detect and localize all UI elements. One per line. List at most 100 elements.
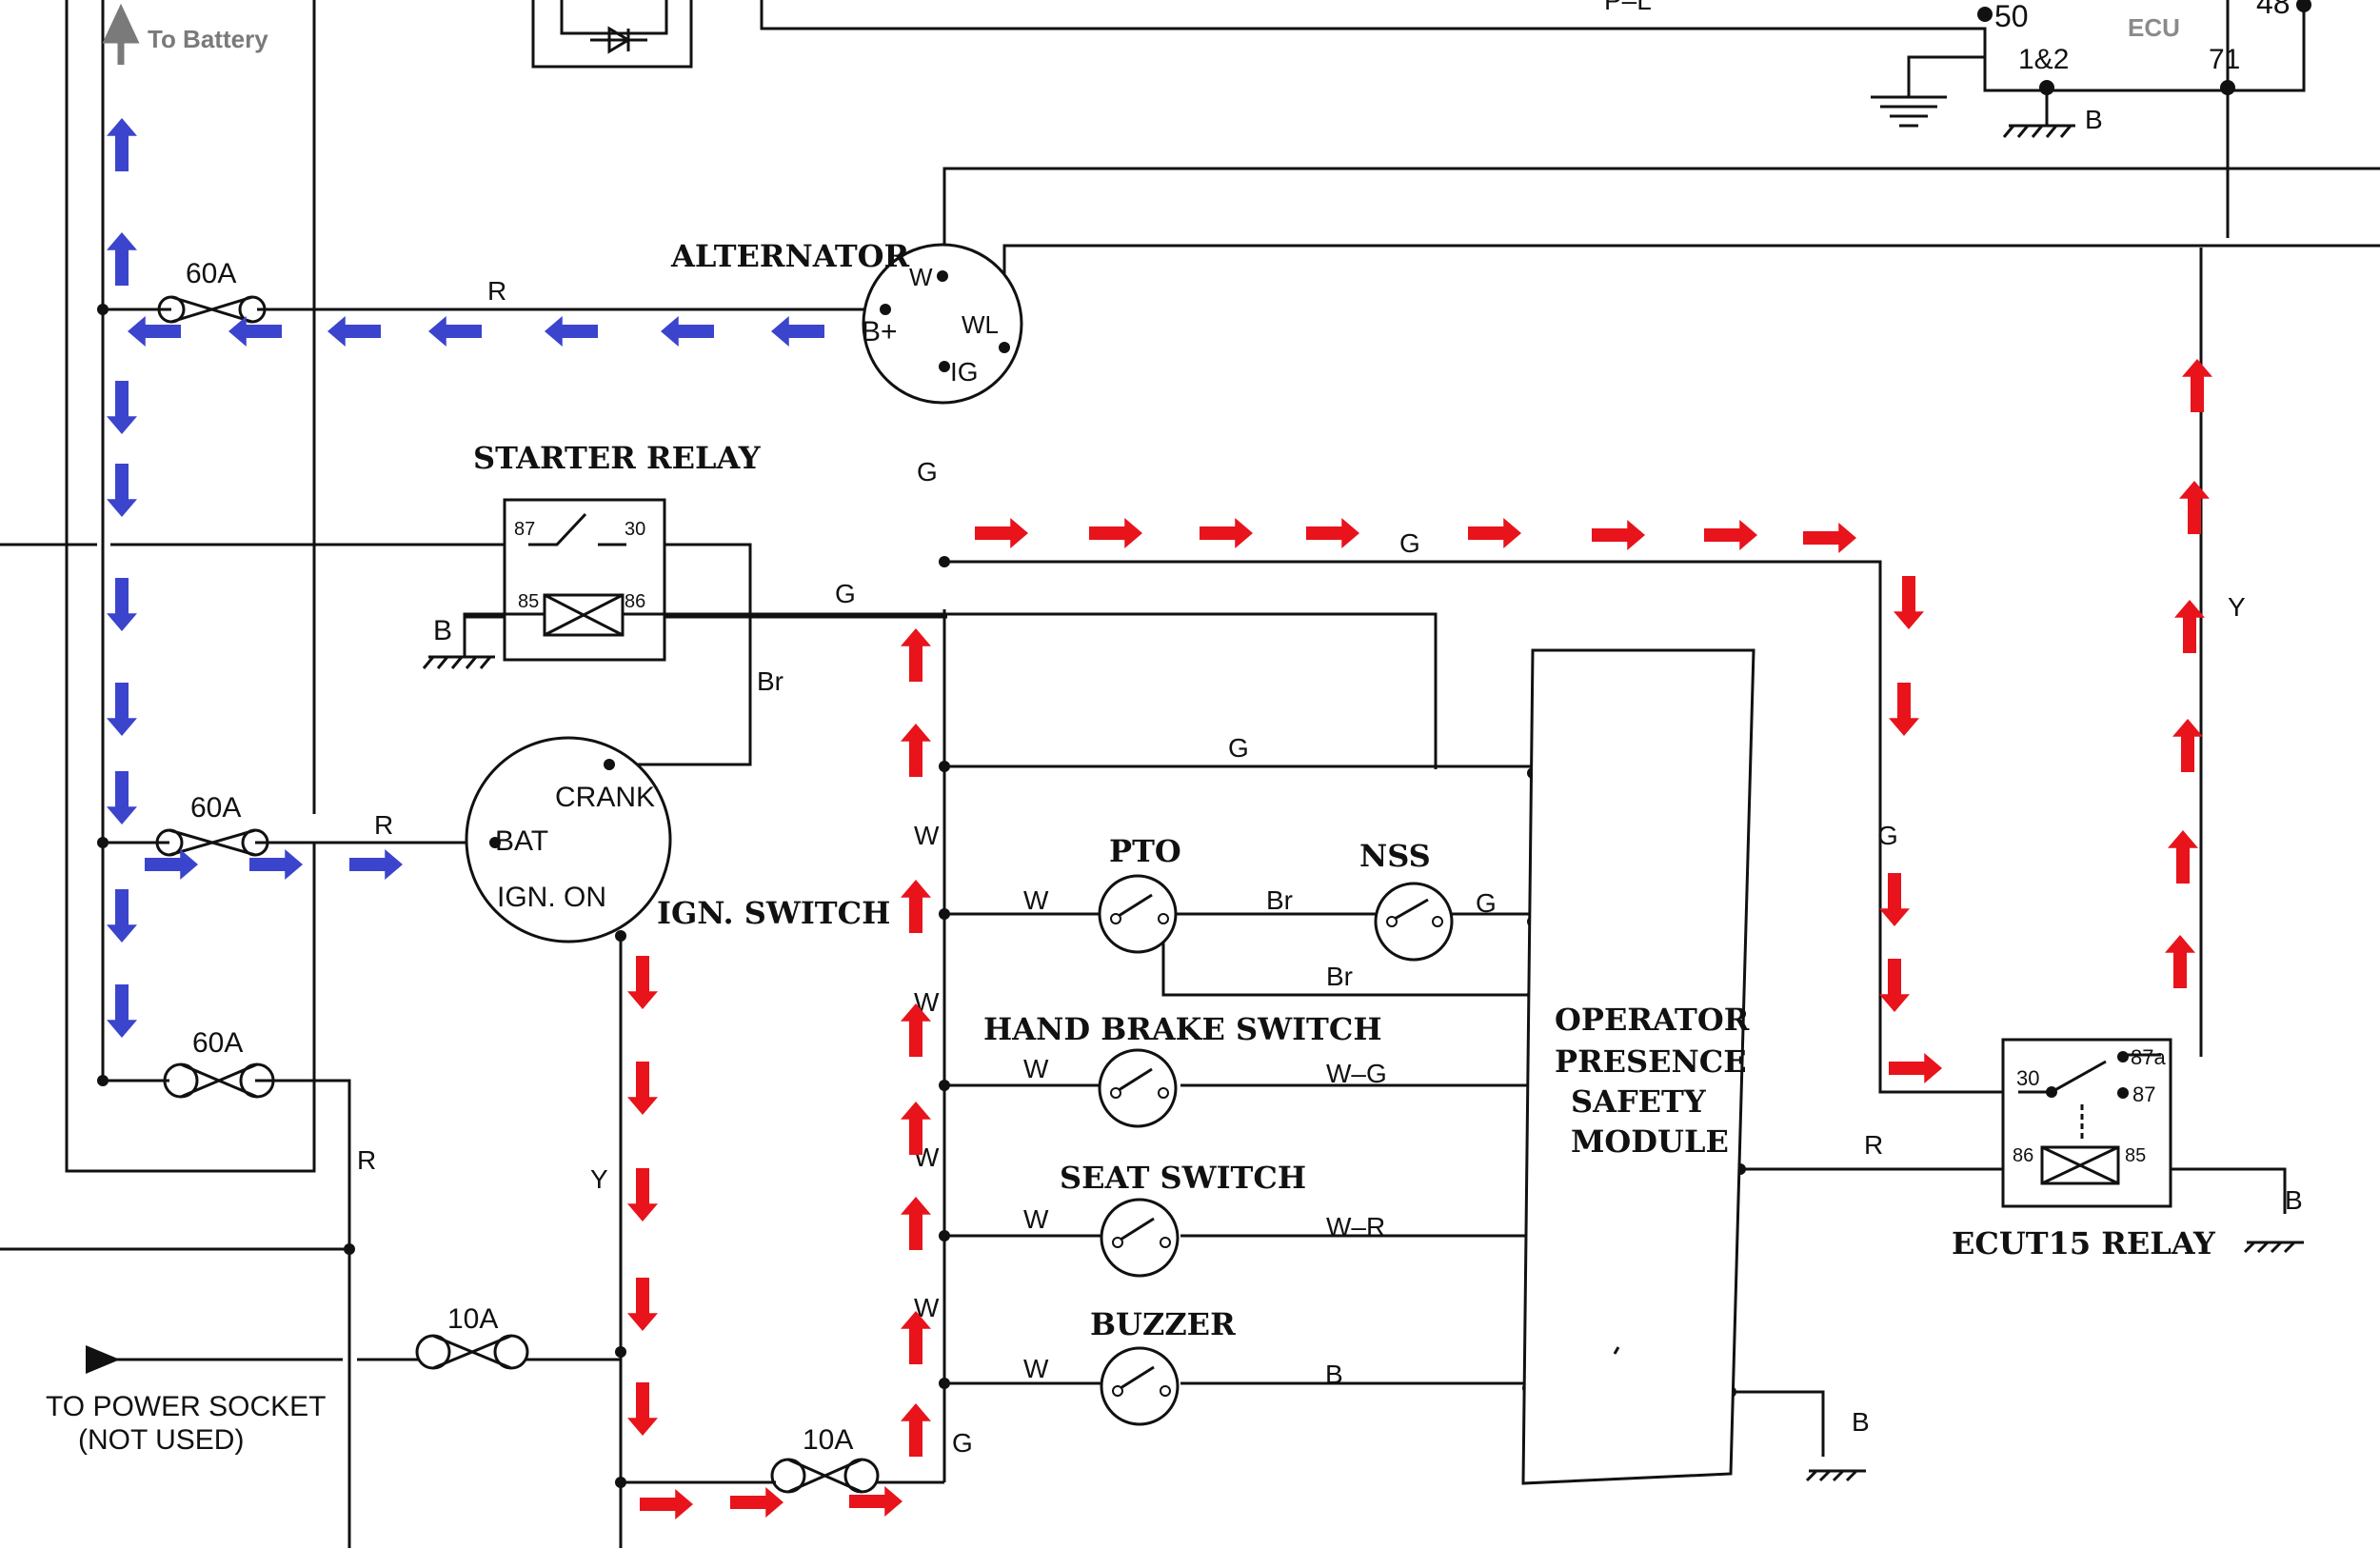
fuse-60a-2-label: 60A: [190, 792, 241, 824]
ignition-flow-arrow-top-4: [1468, 518, 1521, 548]
fuse-10a-2-label: 10A: [803, 1424, 853, 1456]
ignition-flow-arrow-right-down-3: [1879, 959, 1910, 1012]
module-ground-label: B: [1852, 1407, 1870, 1437]
ignition-flow-arrow-up-3: [901, 1102, 931, 1155]
to-battery: To Battery: [102, 3, 268, 65]
battery-flow-arrow-up-0: [107, 118, 137, 171]
ignition-flow-arrow-up-0: [901, 1403, 931, 1457]
wire-label-br-low: Br: [1326, 962, 1353, 991]
ignition-flow-arrow-right-down-0: [1894, 576, 1924, 629]
module-line-4: MODULE: [1571, 1123, 1729, 1160]
buzzer-label: BUZZER: [1090, 1306, 1236, 1342]
ignition-flow-arrow-right-up-3: [2174, 600, 2205, 653]
ecu-pin-ground-icon: [2002, 124, 2075, 138]
wire-label-w-v1: W: [914, 821, 940, 850]
junction-dots: [97, 0, 2311, 1488]
ecu-chassis-ground-icon: [1871, 95, 1947, 128]
wire-label-g-relay: G: [835, 579, 856, 608]
ignition-flow-arrow-up-6: [901, 724, 931, 777]
ignition-flow-arrow-top-1: [1089, 518, 1142, 548]
fuses: 60A 60A 60A 10A 10A: [155, 258, 880, 1494]
ignition-flow-arrow-top-6: [1704, 520, 1757, 550]
ignition-flow-arrow-top-2: [1200, 518, 1253, 548]
battery-flow-arrow-down-6: [107, 984, 137, 1038]
wire-label-wg: W–G: [1326, 1059, 1387, 1088]
hand-brake-label: HAND BRAKE SWITCH: [983, 1011, 1382, 1047]
ignition-flow-arrow-top-3: [1306, 518, 1359, 548]
diode-box: [531, 0, 693, 69]
wire-label-br-pto: Br: [1266, 885, 1293, 915]
fuse-60a-3-label: 60A: [192, 1027, 243, 1059]
wire-label-w-hb: W: [1023, 1054, 1049, 1083]
battery-flow-arrow-right-0: [145, 849, 198, 880]
wire-label-r-bat: R: [374, 810, 393, 840]
wire-label-y-right: Y: [2228, 592, 2246, 622]
battery-flow-arrow-left-5: [661, 316, 714, 347]
module-line-3: SAFETY: [1571, 1083, 1707, 1120]
ignition-flow-arrow-right-up-2: [2172, 719, 2203, 772]
fuse-60a-2: 60A: [155, 792, 269, 857]
hand-brake-switch: HAND BRAKE SWITCH: [983, 1011, 1382, 1128]
battery-flow-arrow-down-2: [107, 578, 137, 631]
power-socket-line-2: (NOT USED): [78, 1424, 244, 1456]
ignition-flow-arrow-right-up-0: [2165, 935, 2195, 988]
power-socket: TO POWER SOCKET (NOT USED): [46, 1391, 326, 1456]
battery-flow-arrow-right-2: [349, 849, 403, 880]
module-ground-icon: [1805, 1469, 1866, 1482]
ignition-flow-arrow-up-2: [901, 1197, 931, 1250]
ignition-flow-arrow-top-5: [1592, 520, 1645, 550]
ecut15-relay: 30 87a 87 86 85 ECUT15 RELAY B: [1952, 1038, 2304, 1261]
ecut15-ground-label: B: [2285, 1185, 2303, 1215]
starter-relay-title: STARTER RELAY: [473, 440, 762, 476]
battery-flow-arrow-left-6: [771, 316, 824, 347]
fuse-60a-1-label: 60A: [186, 258, 236, 289]
operator-presence-safety-module: OPERATOR PRESENCE SAFETY MODULE: [1521, 648, 1755, 1485]
ign-switch-crank-terminal: CRANK: [555, 782, 655, 813]
fuse-10a-2: 10A: [770, 1424, 880, 1494]
seat-switch-label: SEAT SWITCH: [1060, 1160, 1306, 1196]
ignition-switch: CRANK BAT IGN. ON IGN. SWITCH: [465, 736, 890, 943]
battery-flow-arrow-down-1: [107, 464, 137, 517]
alternator-wl-terminal: WL: [962, 310, 999, 339]
to-battery-label: To Battery: [148, 25, 268, 53]
ign-switch-bat-terminal: BAT: [495, 825, 548, 857]
ign-switch-on-terminal: IGN. ON: [497, 882, 606, 913]
starter-relay: STARTER RELAY 87 30 85 86 B: [422, 440, 762, 669]
ignition-flow-arrow-to-relay: [1889, 1053, 1942, 1083]
ground-symbols: B B: [1805, 95, 2103, 1482]
starter-relay-pin-85: 85: [518, 591, 539, 612]
ecut15-pin-85: 85: [2125, 1145, 2146, 1166]
wire-label-g-nss: G: [1476, 888, 1497, 918]
alternator-title: ALTERNATOR: [670, 238, 910, 274]
battery-flow-arrow-left-1: [228, 316, 282, 347]
pto-label: PTO: [1109, 833, 1181, 869]
ignition-flow-arrow-right-up-1: [2168, 830, 2198, 884]
wire-label-wr: W–R: [1326, 1212, 1385, 1241]
ignition-flow-arrow-up-4: [901, 1003, 931, 1057]
ignition-flow-arrow-right-down-1: [1889, 683, 1919, 736]
ignition-flow-arrow-up-5: [901, 880, 931, 933]
power-socket-line-1: TO POWER SOCKET: [46, 1391, 326, 1422]
ignition-flow-arrow-down-0: [627, 956, 658, 1009]
alternator-ig-terminal: IG: [950, 357, 979, 387]
alternator-w-terminal: W: [909, 263, 933, 291]
ecu-header: ECU 50 48 1&2 71 P–L: [1604, 0, 2291, 75]
wire-label-r-low: R: [357, 1145, 376, 1175]
seat-switch: SEAT SWITCH: [1060, 1160, 1306, 1278]
fuse-10a-1-label: 10A: [447, 1303, 498, 1335]
buzzer: BUZZER: [1090, 1306, 1236, 1426]
battery-flow-arrow-left-2: [327, 316, 381, 347]
battery-flow-arrow-left-3: [428, 316, 482, 347]
ecu-pin-50: 50: [1994, 0, 2029, 33]
wire-label-w-buzz: W: [1023, 1354, 1049, 1383]
starter-relay-ground-icon: [422, 655, 495, 669]
ecut15-title: ECUT15 RELAY: [1952, 1225, 2216, 1261]
ecu-pin-48: 48: [2256, 0, 2291, 20]
ignition-flow-arrow-up-1: [901, 1311, 931, 1364]
wire-label-w-seat: W: [1023, 1204, 1049, 1234]
fuse-10a-1: 10A: [415, 1303, 529, 1370]
ignition-flow-arrow-down-1: [627, 1062, 658, 1115]
ecu-pin-1-2: 1&2: [2018, 44, 2069, 75]
